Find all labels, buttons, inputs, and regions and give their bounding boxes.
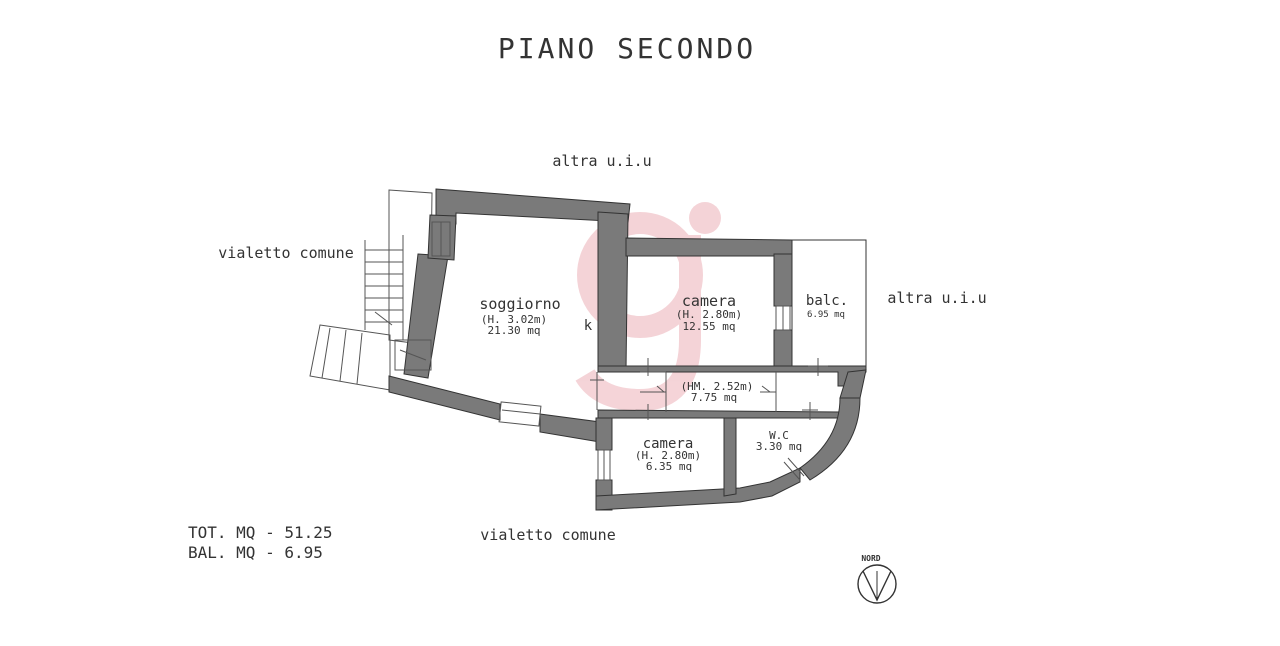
surrounding-top-label: altra u.i.u	[552, 152, 651, 170]
door-marks	[394, 339, 828, 420]
balcony-outline	[791, 239, 867, 367]
room-hallway: (HM. 2.52m) 7.75 mq	[681, 380, 754, 404]
balcony-area: BAL. MQ - 6.95	[188, 543, 323, 562]
room-height: (HM. 2.52m)	[681, 380, 754, 393]
walls	[388, 188, 867, 511]
room-name: soggiorno	[479, 295, 560, 313]
room-area: 6.95 mq	[807, 310, 845, 320]
room-area: 21.30 mq	[488, 324, 541, 337]
room-area: 12.55 mq	[683, 320, 736, 333]
total-area: TOT. MQ - 51.25	[188, 523, 333, 542]
room-name: camera	[643, 436, 694, 452]
room-mark: k	[584, 318, 593, 334]
room-height: (H. 2.80m)	[635, 449, 701, 462]
room-name: camera	[682, 292, 736, 310]
room-camera-2: camera (H. 2.80m) 6.35 mq	[635, 436, 701, 473]
room-wc: W.C 3.30 mq	[756, 429, 802, 453]
room-area: 3.30 mq	[756, 440, 802, 453]
surrounding-bottom-label: vialetto comune	[480, 526, 615, 544]
room-name: balc.	[806, 293, 848, 309]
room-height: (H. 2.80m)	[676, 308, 742, 321]
plan-title: PIANO SECONDO	[498, 32, 756, 65]
room-area: 6.35 mq	[646, 460, 692, 473]
room-soggiorno: soggiorno (H. 3.02m) 21.30 mq k	[479, 295, 592, 337]
room-name: W.C	[769, 429, 789, 442]
room-area: 7.75 mq	[691, 391, 737, 404]
surrounding-left-label: vialetto comune	[218, 244, 353, 262]
surrounding-right-label: altra u.i.u	[887, 289, 986, 307]
room-balcony: balc. 6.95 mq	[806, 293, 848, 320]
room-height: (H. 3.02m)	[481, 313, 547, 326]
compass-label: NORD	[861, 554, 880, 563]
windows	[431, 221, 805, 481]
room-camera-1: camera (H. 2.80m) 12.55 mq	[676, 292, 742, 333]
watermark-logo	[575, 202, 721, 412]
north-compass-icon: NORD	[857, 554, 897, 604]
